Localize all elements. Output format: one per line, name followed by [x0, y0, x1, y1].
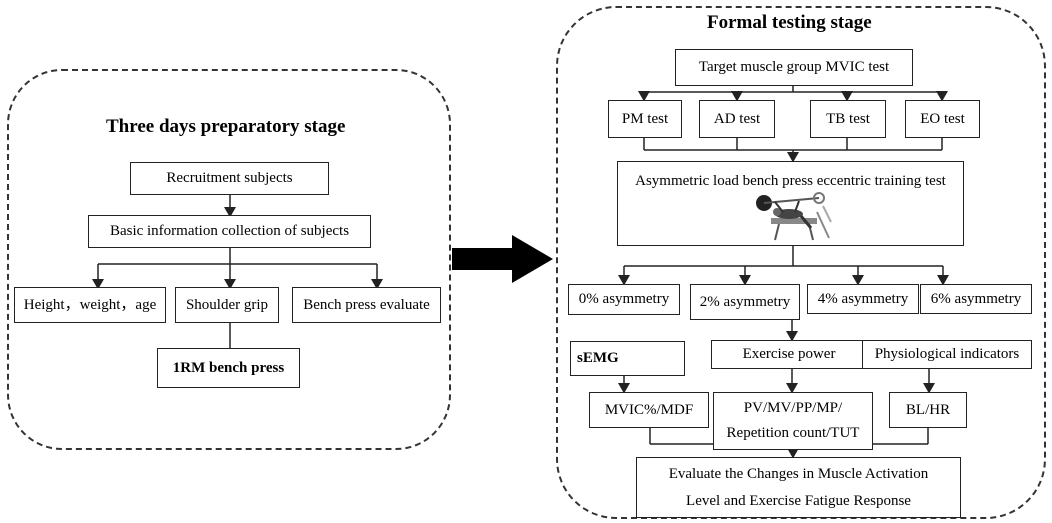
height-weight-age-box: Height，weight，age: [14, 287, 166, 323]
mvic-test-box: Target muscle group MVIC test: [675, 49, 913, 86]
ad-test-box: AD test: [699, 100, 775, 138]
tb-test-box: TB test: [810, 100, 886, 138]
asymmetry-0-box: 0% asymmetry: [568, 284, 680, 315]
power-metrics-box: PV/MV/PP/MP/ Repetition count/TUT: [713, 392, 873, 450]
mvic-mdf-box: MVIC%/MDF: [589, 392, 709, 428]
evaluate-line-2: Level and Exercise Fatigue Response: [686, 492, 911, 509]
bench-press-evaluate-box: Bench press evaluate: [292, 287, 441, 323]
evaluate-changes-box: Evaluate the Changes in Muscle Activatio…: [636, 457, 961, 518]
bl-hr-box: BL/HR: [889, 392, 967, 428]
power-metrics-line-1: PV/MV/PP/MP/: [743, 400, 843, 417]
basic-info-box: Basic information collection of subjects: [88, 215, 371, 248]
asymmetry-4-box: 4% asymmetry: [807, 284, 919, 314]
bench-press-figure-icon: [756, 192, 832, 241]
1rm-bench-press-box: 1RM bench press: [157, 348, 300, 388]
asymmetry-6-box: 6% asymmetry: [920, 284, 1032, 314]
power-metrics-line-2: Repetition count/TUT: [726, 425, 860, 441]
pm-test-box: PM test: [608, 100, 682, 138]
recruitment-box: Recruitment subjects: [130, 162, 329, 195]
semg-box: sEMG: [570, 341, 685, 376]
preparatory-stage-title: Three days preparatory stage: [106, 116, 346, 137]
formal-testing-stage-panel: [556, 6, 1046, 519]
evaluate-line-1: Evaluate the Changes in Muscle Activatio…: [668, 465, 929, 482]
formal-testing-stage-title: Formal testing stage: [707, 12, 872, 33]
asymmetry-2-box: 2% asymmetry: [690, 284, 800, 320]
preparatory-stage-panel: [7, 69, 451, 450]
asymmetric-test-box: Asymmetric load bench press eccentric tr…: [617, 161, 964, 246]
exercise-power-box: Exercise power: [711, 340, 867, 369]
semg-label: sEMG: [577, 350, 619, 367]
physiological-indicators-box: Physiological indicators: [862, 340, 1032, 369]
eo-test-box: EO test: [905, 100, 980, 138]
right-arrow-icon: [452, 235, 553, 283]
asymmetric-test-label: Asymmetric load bench press eccentric tr…: [635, 173, 946, 189]
shoulder-grip-box: Shoulder grip: [175, 287, 279, 323]
